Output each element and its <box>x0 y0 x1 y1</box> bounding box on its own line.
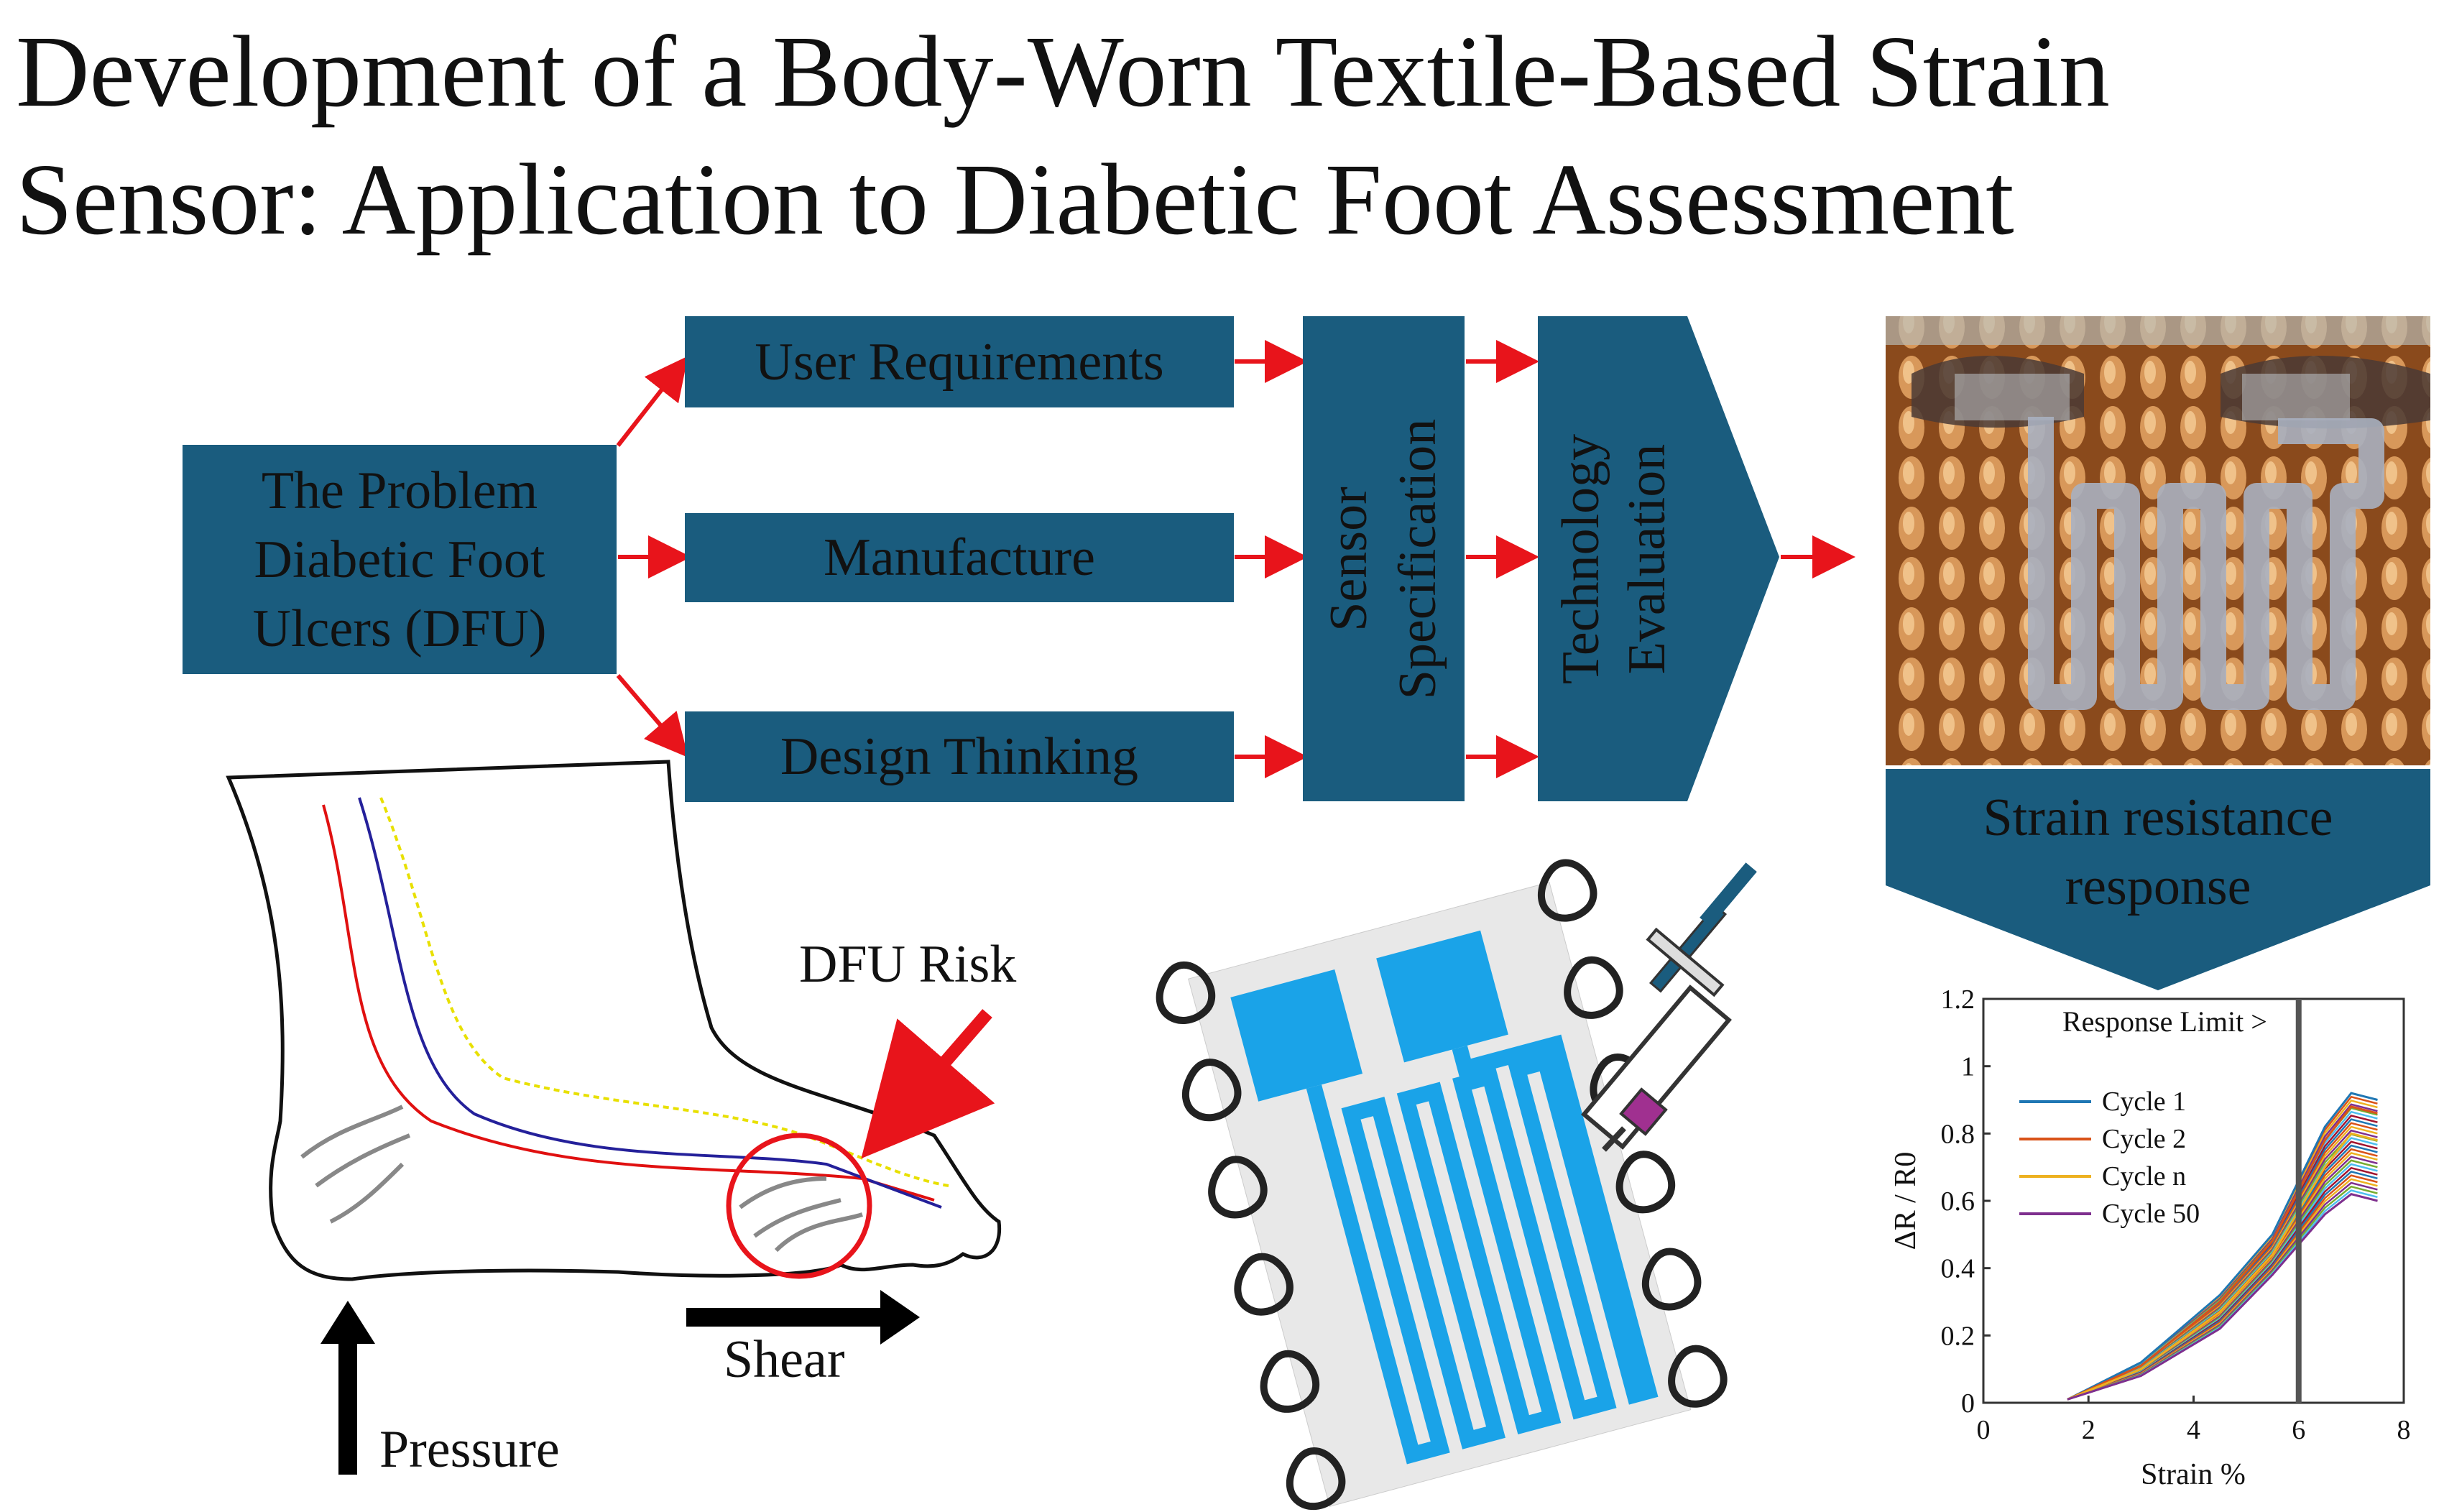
x-tick-label: 8 <box>2397 1415 2411 1445</box>
sensor-specification-box: Sensor Specification <box>1303 316 1465 801</box>
syringe-icon <box>1581 862 1757 1152</box>
user-requirements-label: User Requirements <box>755 332 1164 392</box>
technology-evaluation-shape <box>1538 316 1779 801</box>
chart-series-cycle-2 <box>2067 1105 2378 1401</box>
chart-annotation: Response Limit > <box>2062 1005 2267 1038</box>
foot-outline <box>226 760 1002 1281</box>
page-title: Development of a Body-Worn Textile-Based… <box>16 7 2430 263</box>
sensor-spec-line-2: Specification <box>1388 418 1448 699</box>
problem-line-3: Ulcers (DFU) <box>252 599 547 658</box>
y-tick-label: 0.8 <box>1941 1119 1975 1149</box>
technology-evaluation-label: Technology Evaluation <box>1538 316 1690 801</box>
y-tick-label: 0.4 <box>1941 1254 1975 1284</box>
strain-response-label: Strain resistance response <box>1886 783 2430 921</box>
manufacture-box: Manufacture <box>685 513 1234 602</box>
chart-axes: 0 2 4 6 8 0 0.2 0.4 0.6 0.8 1 1.2 <box>1941 985 2411 1445</box>
strain-response-shape <box>1886 769 2430 990</box>
dfu-risk-label: DFU Risk <box>799 935 1017 994</box>
chart-legend: Cycle 1 Cycle 2 Cycle n Cycle 50 <box>2019 1087 2200 1229</box>
x-tick-label: 2 <box>2082 1415 2095 1445</box>
pressure-arrowhead <box>321 1301 375 1344</box>
y-tick-label: 1.2 <box>1941 985 1975 1015</box>
problem-line-1: The Problem <box>261 461 538 520</box>
dfu-risk-arrow <box>861 1009 995 1159</box>
legend-label: Cycle 1 <box>2102 1087 2186 1117</box>
chart-xlabel: Strain % <box>2141 1458 2246 1491</box>
sensor-photo <box>1886 316 2430 765</box>
chart-ylabel: ΔR / R0 <box>1889 1152 1922 1250</box>
chart-series-cycle-1 <box>2067 1092 2378 1401</box>
dfu-risk-circle <box>726 1133 872 1279</box>
foot-illustration <box>226 760 1002 1475</box>
title-line-2: Sensor: Application to Diabetic Foot Ass… <box>16 142 2014 256</box>
legend-label: Cycle 50 <box>2102 1199 2200 1229</box>
design-thinking-label: Design Thinking <box>780 727 1139 786</box>
meander-trace <box>1306 1034 1659 1465</box>
y-tick-label: 1 <box>1961 1052 1975 1082</box>
legend-label: Cycle 2 <box>2102 1124 2186 1154</box>
shear-arrowhead <box>880 1290 920 1345</box>
shear-label: Shear <box>724 1330 845 1389</box>
x-tick-label: 6 <box>2292 1415 2305 1445</box>
problem-line-2: Diabetic Foot <box>254 530 545 589</box>
electrode-pad-left <box>1230 969 1363 1102</box>
strain-response-line-2: response <box>2065 857 2251 916</box>
pressure-label: Pressure <box>379 1420 560 1479</box>
tech-eval-line-2: Evaluation <box>1618 443 1677 674</box>
chart-series-group <box>2067 1092 2378 1401</box>
tech-eval-line-1: Technology <box>1551 433 1611 684</box>
design-thinking-box: Design Thinking <box>685 711 1234 802</box>
strain-response-line-1: Strain resistance <box>1983 788 2333 847</box>
y-tick-label: 0.6 <box>1941 1186 1975 1217</box>
legend-label: Cycle n <box>2102 1161 2186 1191</box>
electrode-pad-right <box>1376 930 1508 1063</box>
title-line-1: Development of a Body-Worn Textile-Based… <box>16 14 2110 128</box>
arrow-to-design <box>616 674 688 758</box>
knit-sensor-schematic <box>1156 859 1728 1511</box>
arrow-to-user-req <box>616 356 688 447</box>
user-requirements-box: User Requirements <box>685 316 1234 407</box>
y-tick-label: 0.2 <box>1941 1321 1975 1351</box>
y-tick-label: 0 <box>1961 1388 1975 1419</box>
flow-arrows <box>616 340 1855 778</box>
sensor-spec-line-1: Sensor <box>1319 486 1379 632</box>
manufacture-label: Manufacture <box>823 528 1096 587</box>
chart-series-cycle-n <box>2067 1132 2378 1401</box>
problem-box: The Problem Diabetic Foot Ulcers (DFU) <box>183 445 617 674</box>
x-tick-label: 4 <box>2187 1415 2200 1445</box>
chart-series-cycle-50 <box>2067 1192 2378 1401</box>
x-tick-label: 0 <box>1977 1415 1991 1445</box>
